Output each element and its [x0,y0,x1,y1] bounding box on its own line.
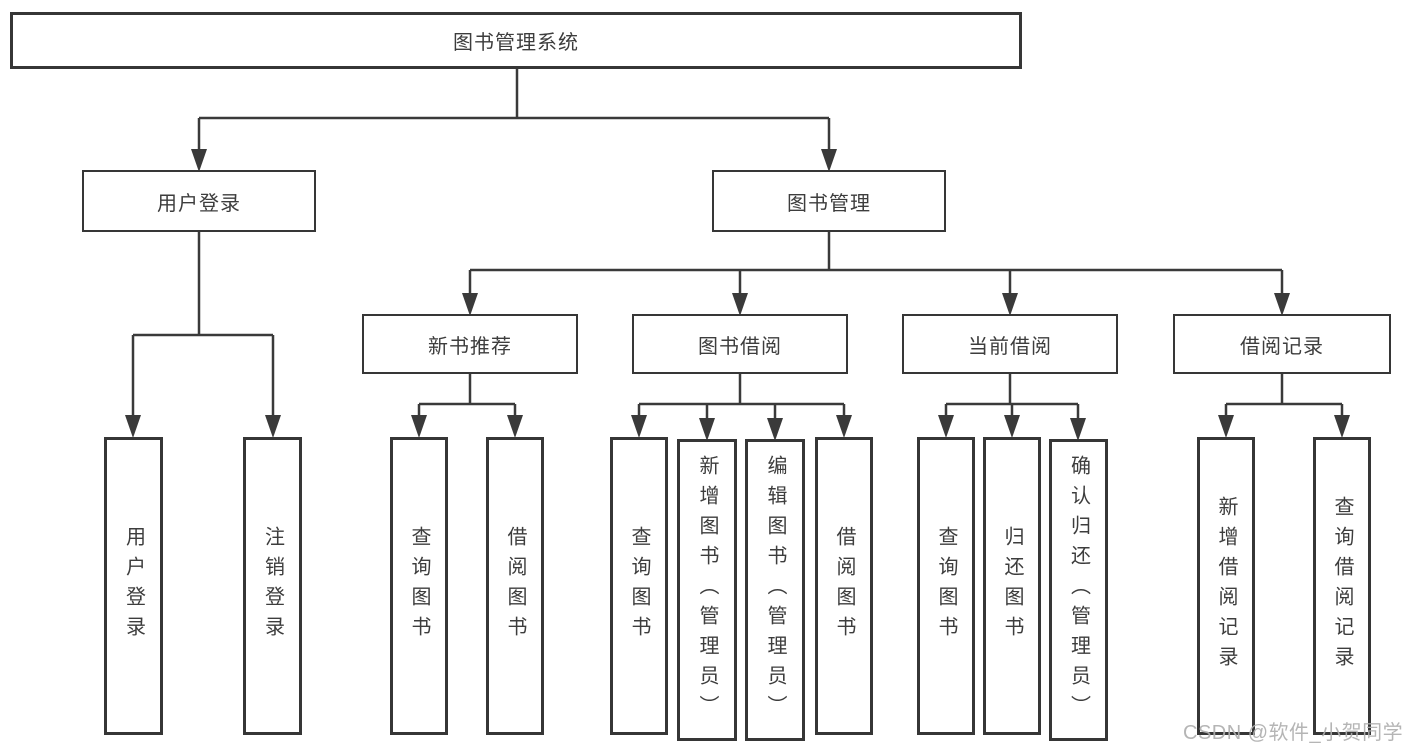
node-book-borrow: 图书借阅 [632,314,848,374]
leaf-bb-add-book-admin: 新增图书（管理员） [677,439,737,741]
node-label: 新增借阅记录 [1215,496,1237,676]
csdn-watermark: CSDN @软件_小贺同学 [1183,722,1404,744]
node-label: 归还图书 [1001,526,1023,646]
leaf-nbr-borrow-book: 借阅图书 [486,437,544,735]
node-label: 用户登录 [157,192,241,215]
node-label: 新增图书（管理员） [696,455,718,725]
leaf-cb-return-book: 归还图书 [983,437,1041,735]
node-label: 查询图书 [408,526,430,646]
connector-newbook-branch [417,374,517,418]
node-label: 编辑图书（管理员） [764,455,786,725]
leaf-cb-query-book: 查询图书 [917,437,975,735]
node-borrow-records: 借阅记录 [1173,314,1391,374]
leaf-nbr-query-book: 查询图书 [390,437,448,735]
connector-login-branch [131,232,275,418]
connector-currentborrow-branch [944,374,1080,420]
node-new-book-recommend: 新书推荐 [362,314,578,374]
node-label: 借阅记录 [1240,335,1324,358]
node-label: 查询图书 [628,526,650,646]
node-current-borrow: 当前借阅 [902,314,1118,374]
leaf-logout: 注销登录 [243,437,302,735]
node-label: 确认归还（管理员） [1067,455,1090,725]
node-label: 新书推荐 [428,335,512,358]
node-label: 用户登录 [122,526,145,646]
node-label: 查询借阅记录 [1331,496,1353,676]
node-label: 当前借阅 [968,335,1052,358]
connector-mgmt-to-level3 [468,232,1284,296]
leaf-bb-edit-book-admin: 编辑图书（管理员） [745,439,805,741]
node-label: 借阅图书 [504,526,526,646]
connector-records-branch [1224,374,1344,418]
node-label: 图书管理 [787,192,871,215]
leaf-br-add-record: 新增借阅记录 [1197,437,1255,735]
node-label: 借阅图书 [833,526,855,646]
leaf-bb-query-book: 查询图书 [610,437,668,735]
node-label: 图书管理系统 [453,32,579,54]
leaf-br-query-record: 查询借阅记录 [1313,437,1371,735]
node-label: 图书借阅 [698,335,782,358]
connector-root-to-level2 [197,68,831,152]
node-library-management-system: 图书管理系统 [10,12,1022,69]
leaf-bb-borrow-book: 借阅图书 [815,437,873,735]
leaf-user-login: 用户登录 [104,437,163,735]
leaf-cb-confirm-return-admin: 确认归还（管理员） [1049,439,1108,741]
connector-bookborrow-branch [637,374,846,420]
node-user-login-branch: 用户登录 [82,170,316,232]
node-label: 查询图书 [935,526,957,646]
node-book-management-branch: 图书管理 [712,170,946,232]
node-label: 注销登录 [261,526,284,646]
